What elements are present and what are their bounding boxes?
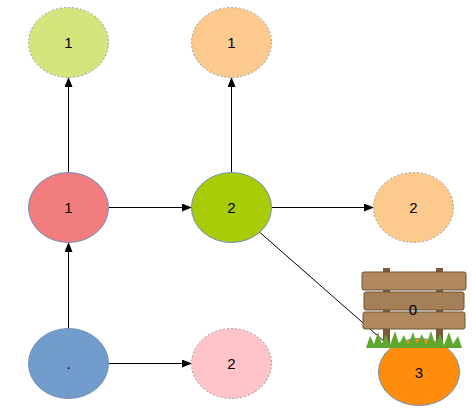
- arrow-connector: [109, 363, 191, 364]
- arrow-connector: [272, 207, 373, 208]
- circle-shape: [192, 329, 272, 399]
- node-number: 1: [28, 7, 109, 78]
- node-number: 3: [378, 338, 460, 406]
- circle-shape: [29, 329, 109, 399]
- arrow-connector: [231, 78, 232, 172]
- circle-node: .: [28, 328, 109, 399]
- sign-plank: [362, 272, 466, 290]
- sign-number: 0: [409, 301, 417, 318]
- node-number: 1: [28, 172, 109, 243]
- circle-node: 3: [378, 338, 460, 406]
- arrow-connector: [68, 78, 69, 172]
- node-number: 1: [191, 7, 272, 78]
- circle-shape: [29, 8, 109, 78]
- node-number: .: [28, 328, 109, 399]
- sign-post: [383, 268, 390, 346]
- node-number: 2: [373, 172, 454, 243]
- sign-post: [436, 268, 443, 346]
- node-number: 2: [191, 172, 272, 243]
- circle-node: 1: [28, 172, 109, 243]
- circle-node: 2: [191, 328, 272, 399]
- circle-shape: [374, 173, 454, 243]
- circle-shape: [29, 173, 109, 243]
- circle-node: 1: [28, 7, 109, 78]
- circle-node: 2: [191, 172, 272, 243]
- arrow-connector: [109, 207, 191, 208]
- arrow-connector: [260, 233, 391, 348]
- circle-shape: [192, 8, 272, 78]
- node-number: 2: [191, 328, 272, 399]
- circle-shape: [379, 339, 460, 406]
- circle-node: 1: [191, 7, 272, 78]
- circle-node: 2: [373, 172, 454, 243]
- arrow-connector: [68, 243, 69, 328]
- circle-shape: [192, 173, 272, 243]
